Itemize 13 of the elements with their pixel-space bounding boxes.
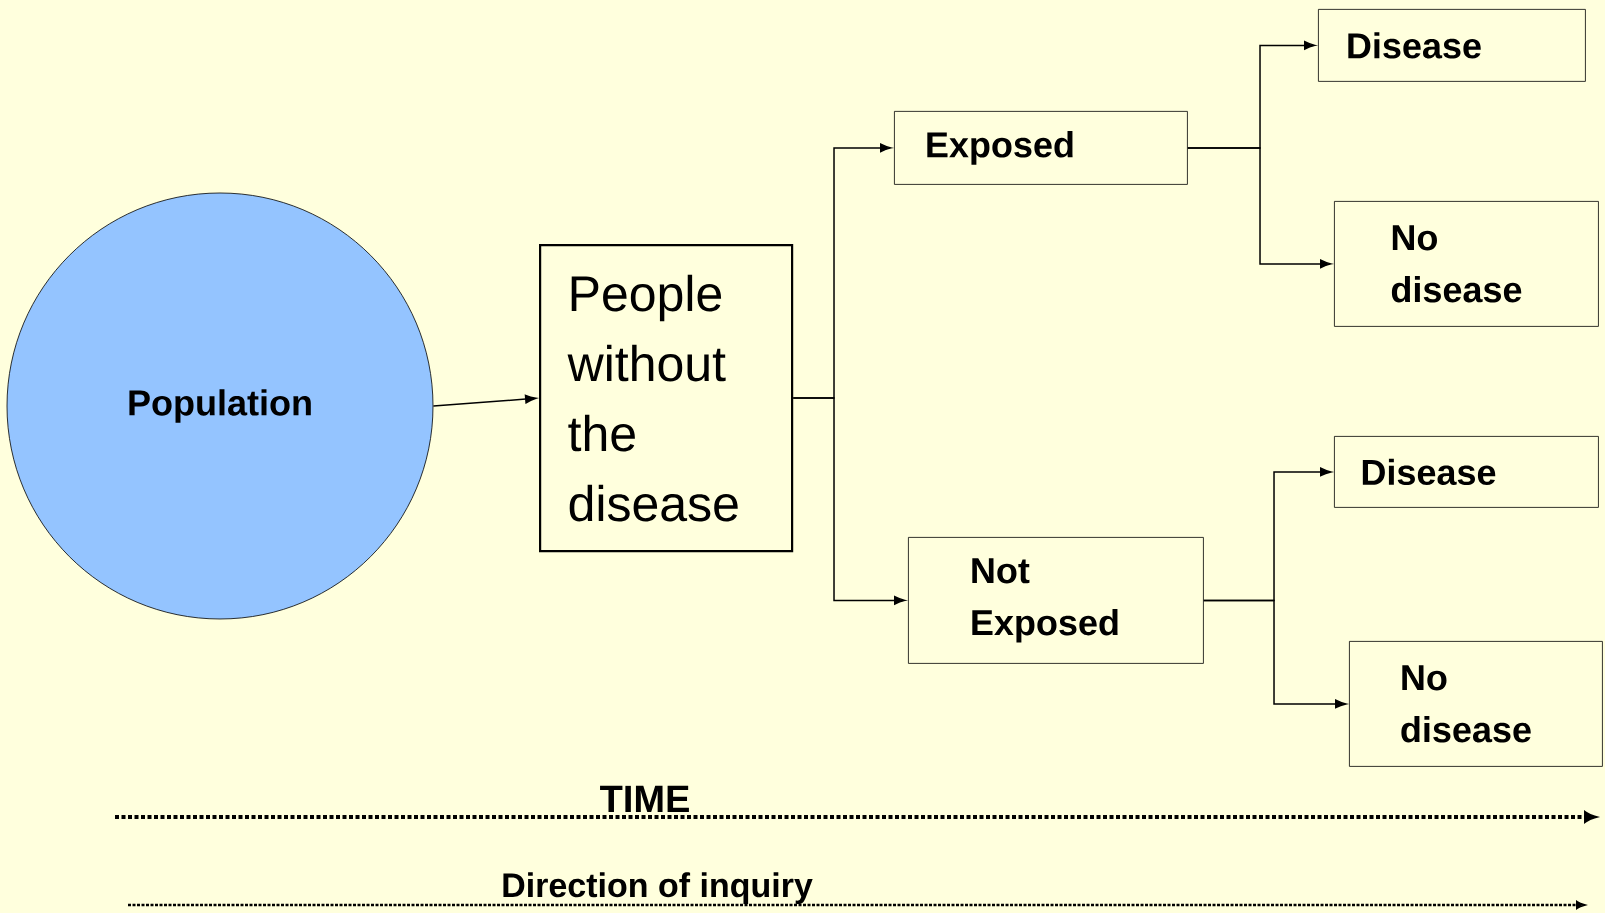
outcome-box: Disease xyxy=(1334,436,1599,508)
text-box: People without the disease xyxy=(539,244,794,553)
outcome-box: No disease xyxy=(1349,641,1603,767)
outcome-box: No disease xyxy=(1334,201,1599,327)
arrow xyxy=(1203,599,1347,709)
category-box: Exposed xyxy=(894,111,1188,185)
arrow xyxy=(792,397,906,605)
arrow xyxy=(432,394,537,407)
axis-label: TIME xyxy=(600,785,689,812)
outcome-box: Disease xyxy=(1318,9,1586,82)
arrow xyxy=(1187,147,1332,269)
category-box: Not Exposed xyxy=(908,537,1204,664)
axis-label: Direction of inquiry xyxy=(503,872,813,905)
